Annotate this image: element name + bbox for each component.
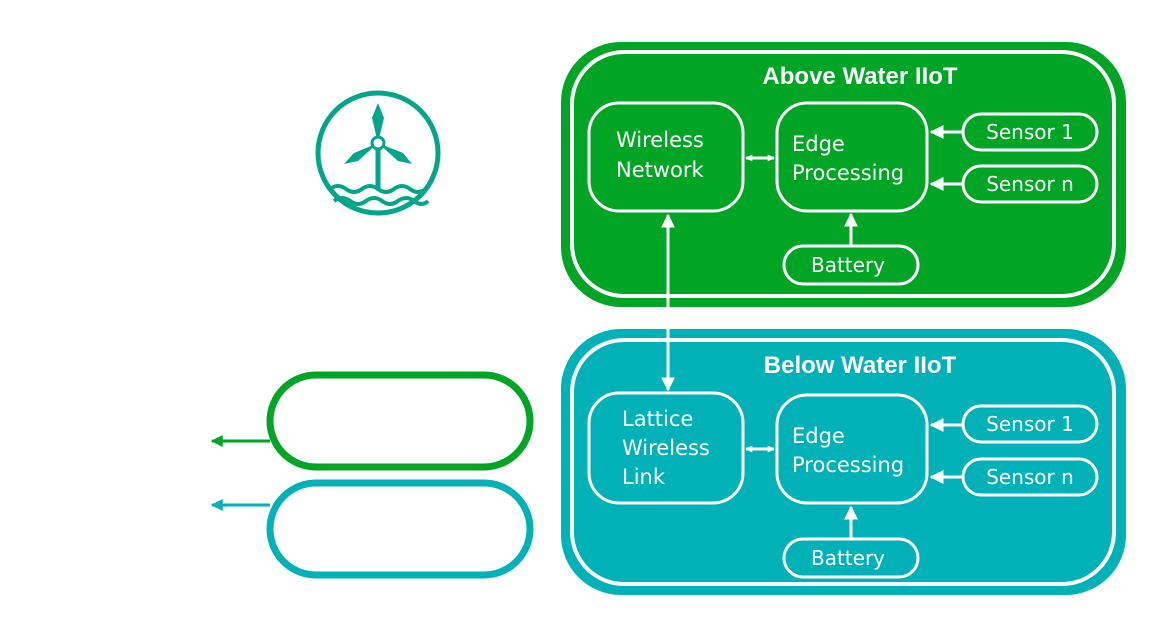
above-sensor-1-label: Sensor 1	[986, 120, 1074, 144]
above-wireless-network-box	[587, 101, 745, 213]
below-water-title: Below Water IIoT	[764, 352, 957, 379]
above-sensor-n-label: Sensor n	[986, 172, 1074, 196]
below-edge-processing-label: Edge Processing	[792, 424, 904, 477]
above-edge-processing-box	[775, 101, 929, 213]
wind-turbine-icon	[315, 90, 441, 216]
below-lattice-link-label: Lattice Wireless Link	[622, 407, 717, 489]
below-sensor-1-label: Sensor 1	[986, 412, 1074, 436]
legend-item-teal	[210, 479, 534, 579]
below-edge-processing-box	[775, 393, 929, 505]
below-water-panel: Below Water IIoT Lattice Wireless Link E…	[561, 329, 1126, 595]
legend-item-green	[210, 371, 534, 471]
above-battery-label: Battery	[811, 253, 885, 277]
below-battery-label: Battery	[811, 546, 885, 570]
above-wireless-network-label: Wireless Network	[616, 128, 711, 182]
above-water-panel: Above Water IIoT Wireless Network Edge P…	[561, 42, 1126, 307]
above-edge-processing-label: Edge Processing	[792, 132, 904, 185]
below-lattice-link-box	[587, 391, 745, 505]
above-water-title: Above Water IIoT	[762, 63, 957, 90]
below-sensor-n-label: Sensor n	[986, 465, 1074, 489]
